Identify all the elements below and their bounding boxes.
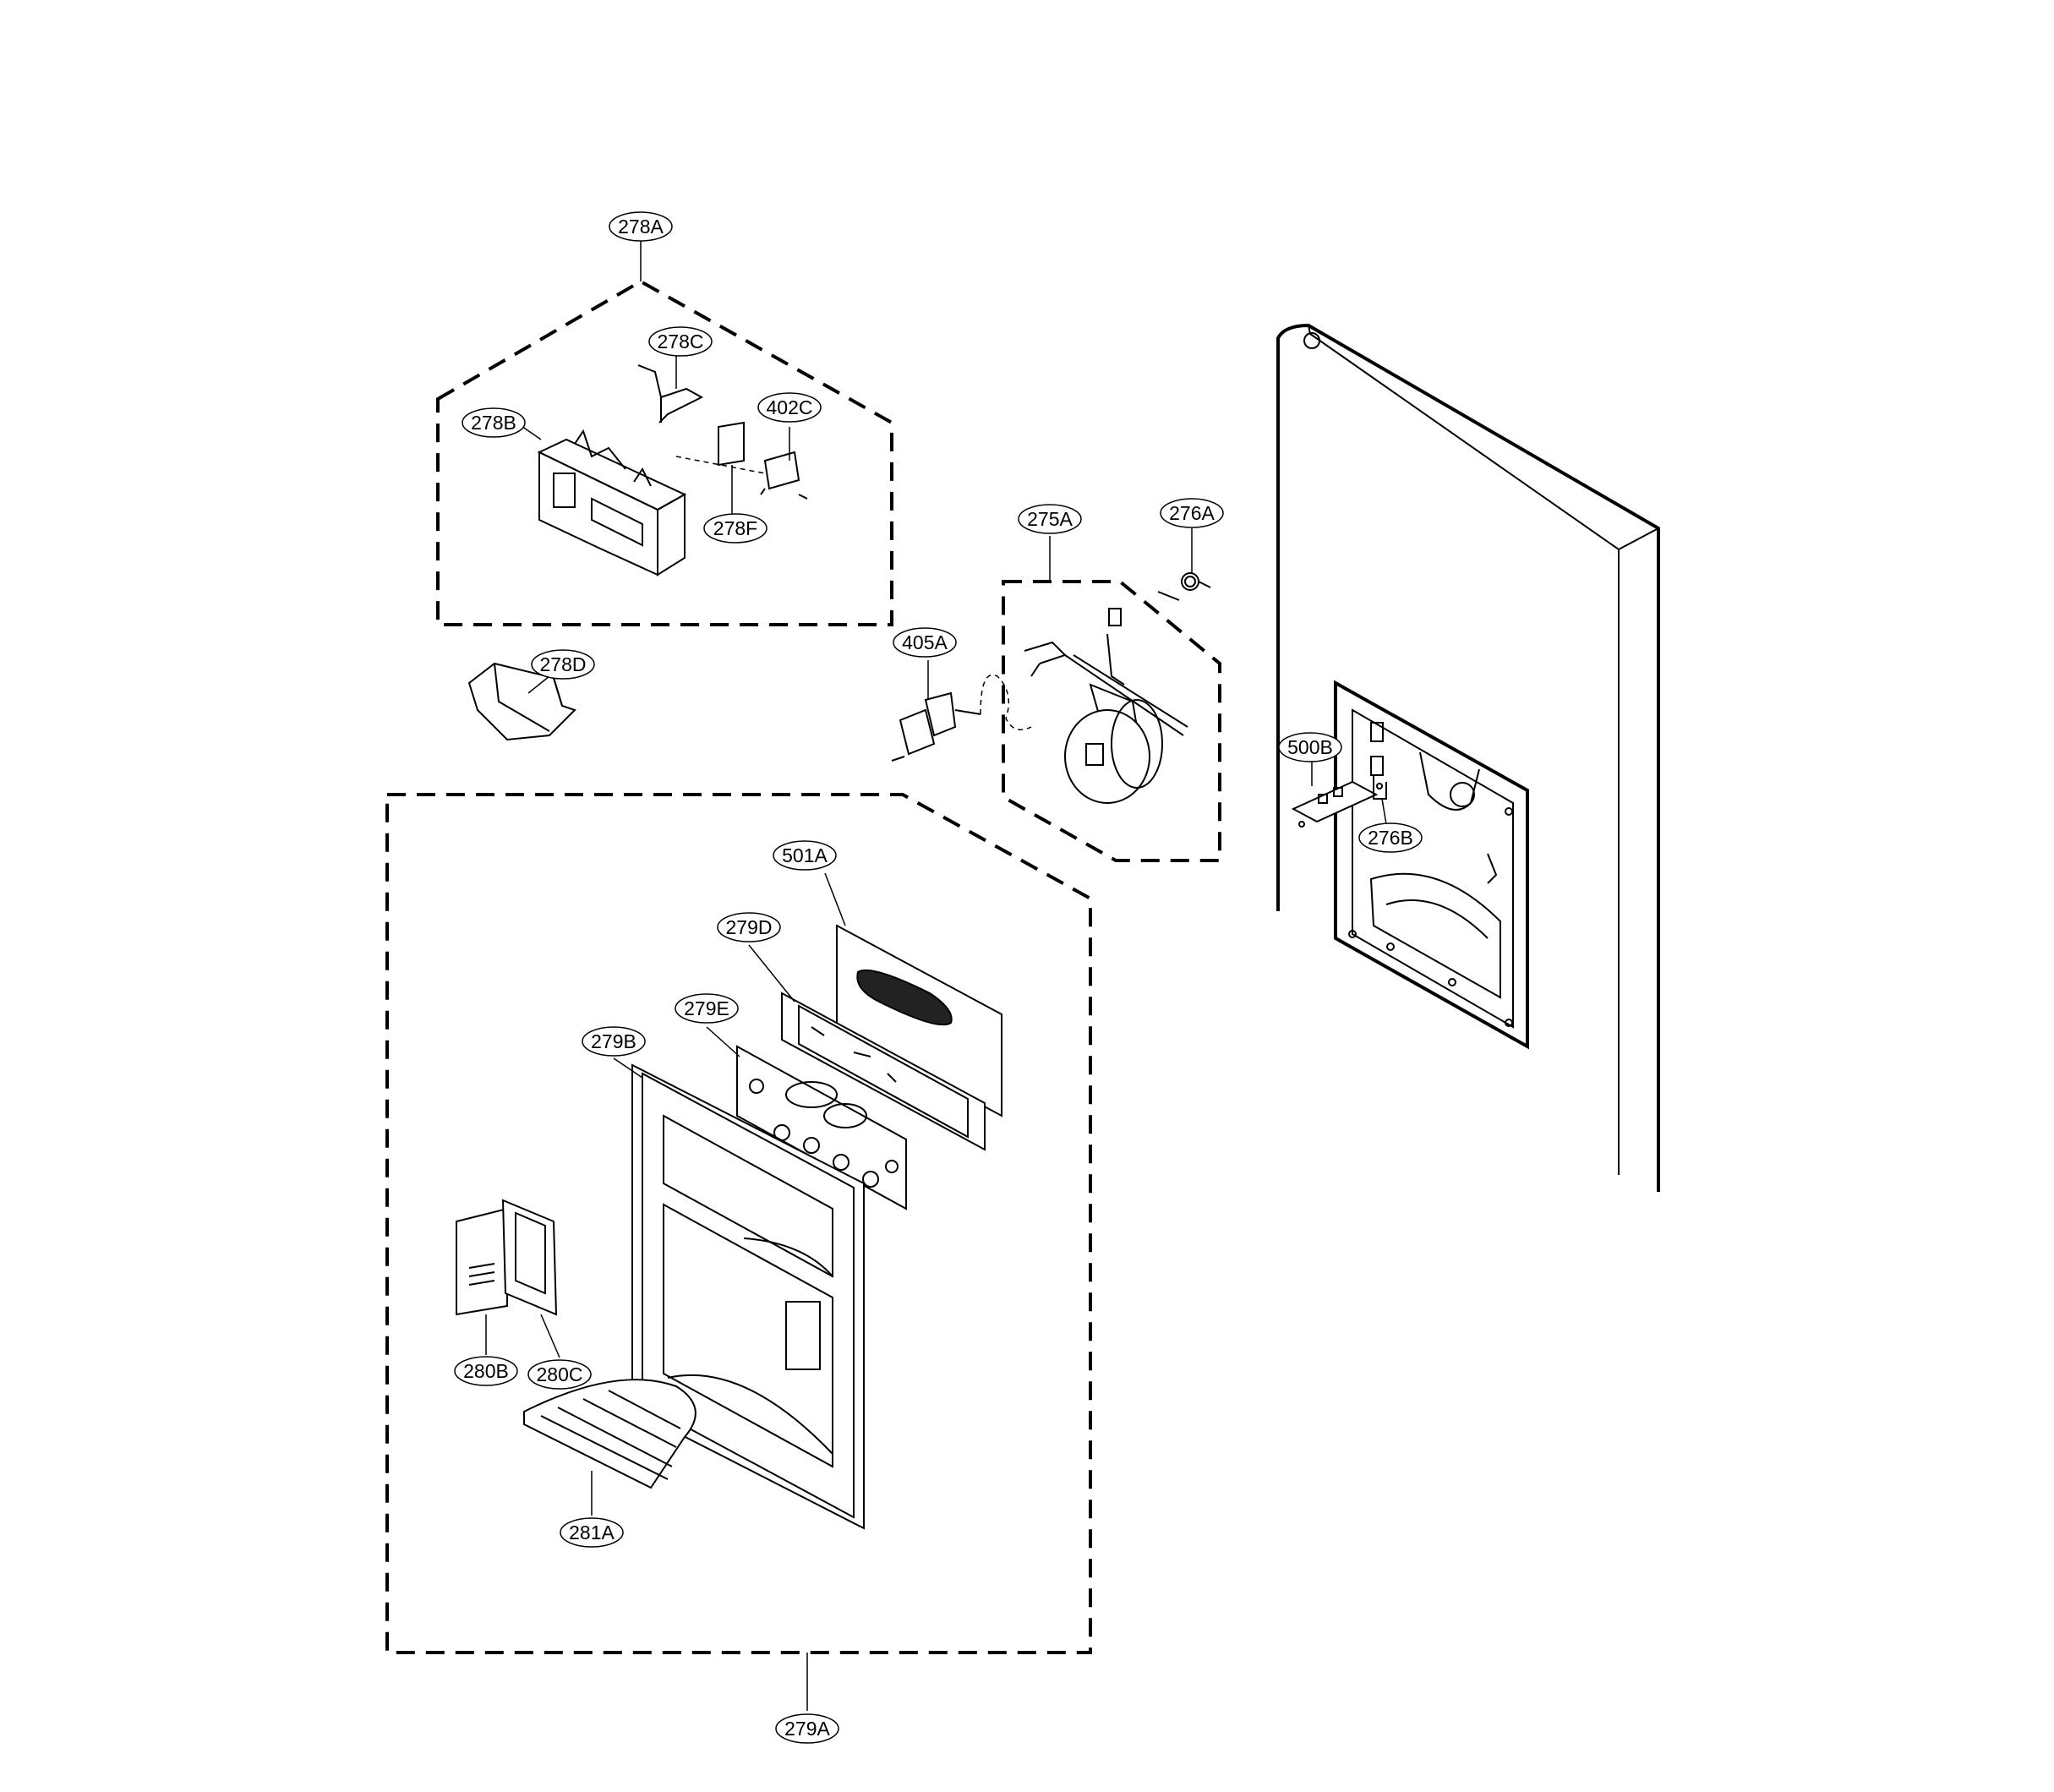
callout-label: 279B: [591, 1030, 636, 1052]
leader-lines: [485, 239, 1387, 1711]
part-280C-bracket: [501, 1199, 558, 1316]
part-278D-chute: [467, 662, 576, 741]
part-276B-bracket: [1373, 776, 1387, 800]
assembly-279A-boundary: [385, 793, 1092, 1654]
callout-279B: 279B: [582, 1026, 646, 1057]
callout-278D: 278D: [531, 649, 595, 680]
callout-label: 279D: [726, 916, 773, 938]
callout-label: 275A: [1027, 508, 1073, 530]
callout-label: 402C: [767, 396, 813, 418]
assembly-dash-line: [675, 456, 766, 474]
part-278B-housing: [537, 429, 687, 576]
callout-label: 280B: [463, 1360, 509, 1382]
callout-label: 278C: [658, 331, 704, 352]
callout-278F: 278F: [703, 513, 768, 544]
callout-label: 405A: [902, 631, 948, 653]
callout-278B: 278B: [462, 407, 526, 438]
callout-label: 279E: [684, 997, 729, 1019]
part-500B-pcb: [1291, 780, 1379, 828]
callout-label: 501A: [782, 844, 828, 866]
callout-279D: 279D: [717, 912, 781, 942]
callout-500B: 500B: [1278, 732, 1342, 762]
callout-281A: 281A: [560, 1517, 624, 1548]
callout-label: 276A: [1169, 502, 1215, 524]
callout-label: 279A: [784, 1718, 830, 1740]
callout-280B: 280B: [454, 1356, 518, 1386]
refrigerator-door: [1276, 323, 1660, 1192]
callout-label: 280C: [537, 1363, 583, 1385]
callout-label: 281A: [569, 1522, 615, 1543]
callout-label: 278D: [540, 653, 587, 675]
part-279E-panel: [736, 1045, 907, 1210]
part-276A-spring: [1157, 572, 1211, 601]
callout-279E: 279E: [675, 993, 739, 1024]
assembly-278A-boundary: [436, 279, 893, 626]
callout-280C: 280C: [527, 1359, 592, 1390]
part-279D-frame: [781, 992, 986, 1151]
part-402C-switch: [760, 451, 808, 500]
callout-405A: 405A: [893, 627, 957, 658]
callout-label: 278F: [713, 517, 757, 539]
callout-label: 278B: [471, 412, 516, 434]
part-280B-cover: [456, 1207, 508, 1316]
part-501A-board: [836, 924, 1002, 1117]
part-278F-cover: [718, 421, 745, 467]
part-275A-motor: [1024, 608, 1188, 804]
callout-278C: 278C: [648, 326, 713, 357]
part-405A-solenoid: [891, 674, 1032, 762]
callout-402C: 402C: [757, 392, 822, 423]
callout-501A: 501A: [773, 840, 837, 871]
callout-279A: 279A: [775, 1713, 839, 1744]
part-281A-drip-tray: [523, 1379, 697, 1489]
callout-275A: 275A: [1018, 504, 1082, 534]
callout-label: 276B: [1368, 827, 1413, 849]
callout-label: 500B: [1287, 736, 1333, 758]
callout-label: 278A: [618, 216, 664, 238]
callout-276A: 276A: [1160, 498, 1224, 528]
callout-278A: 278A: [609, 211, 673, 242]
part-278C-bracket: [637, 364, 704, 423]
callout-276B: 276B: [1358, 822, 1423, 853]
